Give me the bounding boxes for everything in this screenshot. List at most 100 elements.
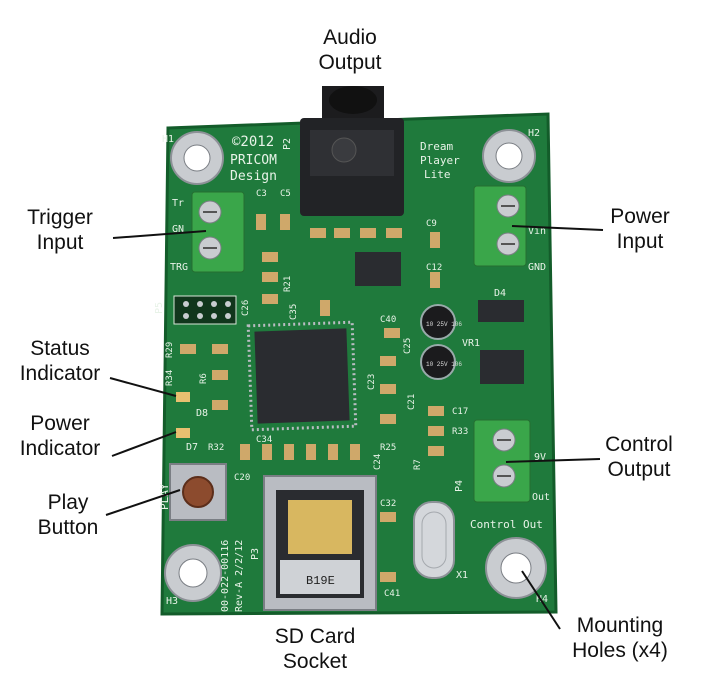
callout-audio-output: Audio Output	[300, 25, 400, 75]
silk-c5: C5	[280, 189, 291, 199]
silk-gnd: GND	[528, 262, 546, 273]
silk-p2: P2	[282, 138, 293, 150]
silk-c24: C24	[373, 454, 383, 470]
cap-marking-2: 10 25V 106	[426, 361, 462, 368]
silk-product-3: Lite	[424, 168, 451, 181]
smd-components	[180, 214, 444, 582]
amp-chip	[355, 252, 401, 286]
callout-status-indicator-line-1: Status	[30, 337, 90, 360]
callout-power-indicator-line-1: Power	[30, 412, 90, 435]
callout-play-button-line-1: Play	[47, 491, 89, 514]
silk-r6: R6	[199, 373, 209, 384]
silk-p3: P3	[250, 548, 261, 560]
silk-r29: R29	[165, 342, 175, 358]
silk-revision: Rev-A 2/2/12	[234, 540, 245, 612]
callout-play-button: Play Button	[28, 490, 108, 540]
silk-r33: R33	[452, 427, 468, 437]
mounting-hole-h2	[482, 129, 536, 183]
cap-marking-1: 10 25V 106	[426, 321, 462, 328]
silk-x1: X1	[456, 570, 468, 581]
electrolytic-capacitors	[420, 304, 456, 380]
silk-c20: C20	[234, 473, 250, 483]
mounting-hole-h1	[170, 131, 224, 185]
callout-power-input-line-2: Input	[616, 230, 664, 253]
silk-brand-1: PRICOM	[230, 153, 277, 168]
silk-c41: C41	[384, 589, 400, 599]
callout-trigger-input: Trigger Input	[8, 205, 112, 255]
control-terminal-block	[473, 419, 531, 503]
silk-gn: GN	[172, 224, 184, 235]
silk-product-2: Player	[420, 154, 460, 167]
silk-r34: R34	[165, 370, 175, 386]
callout-mounting-holes-line-2: Holes (x4)	[572, 639, 668, 662]
callout-audio-output-line-1: Audio	[323, 26, 377, 49]
sd-card-socket	[263, 475, 377, 611]
silk-out: Out	[532, 492, 550, 503]
power-led	[176, 428, 190, 438]
silk-p5: P5	[154, 302, 165, 314]
silk-r32: R32	[208, 443, 224, 453]
silk-d8: D8	[196, 408, 208, 419]
sd-card-marking: B19E	[306, 574, 335, 588]
silk-copyright: ©2012	[232, 134, 274, 150]
audio-jack	[300, 86, 404, 216]
mounting-hole-h4	[485, 537, 547, 599]
silk-d7: D7	[186, 442, 198, 453]
silk-c34: C34	[256, 435, 272, 445]
callout-sd-card-socket-line-1: SD Card	[274, 625, 356, 648]
callout-lines	[105, 225, 604, 630]
silk-d4: D4	[494, 288, 506, 299]
silk-c9: C9	[426, 219, 437, 229]
callout-audio-output-line-2: Output	[318, 51, 382, 74]
silk-h1: H1	[162, 134, 174, 145]
main-processor-chip	[246, 320, 358, 432]
callout-trigger-input-line-2: Input	[36, 231, 84, 254]
silk-c26: C26	[241, 300, 251, 316]
silk-c35: C35	[289, 304, 299, 320]
silk-play: PLAY	[158, 483, 171, 510]
silk-vin: Vin	[528, 226, 546, 237]
silk-r7: R7	[413, 459, 423, 470]
callout-control-output: Control Output	[594, 432, 684, 482]
callout-power-indicator-line-2: Indicator	[19, 437, 101, 460]
silk-part-number: 00-022-00116	[220, 540, 231, 612]
callout-play-button-line-2: Button	[37, 516, 99, 539]
silk-c32: C32	[380, 499, 396, 509]
play-button-switch	[169, 463, 227, 521]
callout-power-input-line-1: Power	[610, 205, 670, 228]
silk-vr1: VR1	[462, 338, 480, 349]
silk-trg: TRG	[170, 262, 188, 273]
silk-c17: C17	[452, 407, 468, 417]
silk-h3: H3	[166, 596, 178, 607]
power-terminal-block	[473, 185, 527, 267]
silk-c21: C21	[407, 394, 417, 410]
silk-tr: Tr	[172, 198, 184, 209]
status-led	[176, 392, 190, 402]
silk-9v: 9V	[534, 452, 546, 463]
callout-mounting-holes-line-1: Mounting	[576, 614, 664, 637]
callout-control-output-line-1: Control	[605, 433, 673, 456]
callout-mounting-holes: Mounting Holes (x4)	[560, 613, 680, 663]
silk-h4: H4	[536, 594, 548, 605]
callout-control-output-line-2: Output	[607, 458, 671, 481]
callout-sd-card-socket-line-2: Socket	[282, 650, 348, 673]
pcb-board	[160, 112, 558, 616]
silk-brand-2: Design	[230, 169, 277, 184]
silk-c3: C3	[256, 189, 267, 199]
silk-product-1: Dream	[420, 140, 453, 153]
callout-status-indicator: Status Indicator	[8, 336, 112, 386]
silk-r21: R21	[283, 276, 293, 292]
silk-c40: C40	[380, 315, 396, 325]
header-p5	[173, 295, 237, 325]
silk-control-out: Control Out	[470, 518, 543, 531]
callout-status-indicator-line-2: Indicator	[19, 362, 101, 385]
callout-trigger-input-line-1: Trigger	[27, 206, 93, 229]
silk-r25: R25	[380, 443, 396, 453]
voltage-regulator	[480, 350, 524, 384]
mounting-hole-h3	[164, 544, 222, 602]
silk-c23: C23	[367, 374, 377, 390]
callout-power-input: Power Input	[600, 204, 680, 254]
crystal-x1	[413, 501, 455, 579]
callout-sd-card-socket: SD Card Socket	[255, 624, 375, 674]
